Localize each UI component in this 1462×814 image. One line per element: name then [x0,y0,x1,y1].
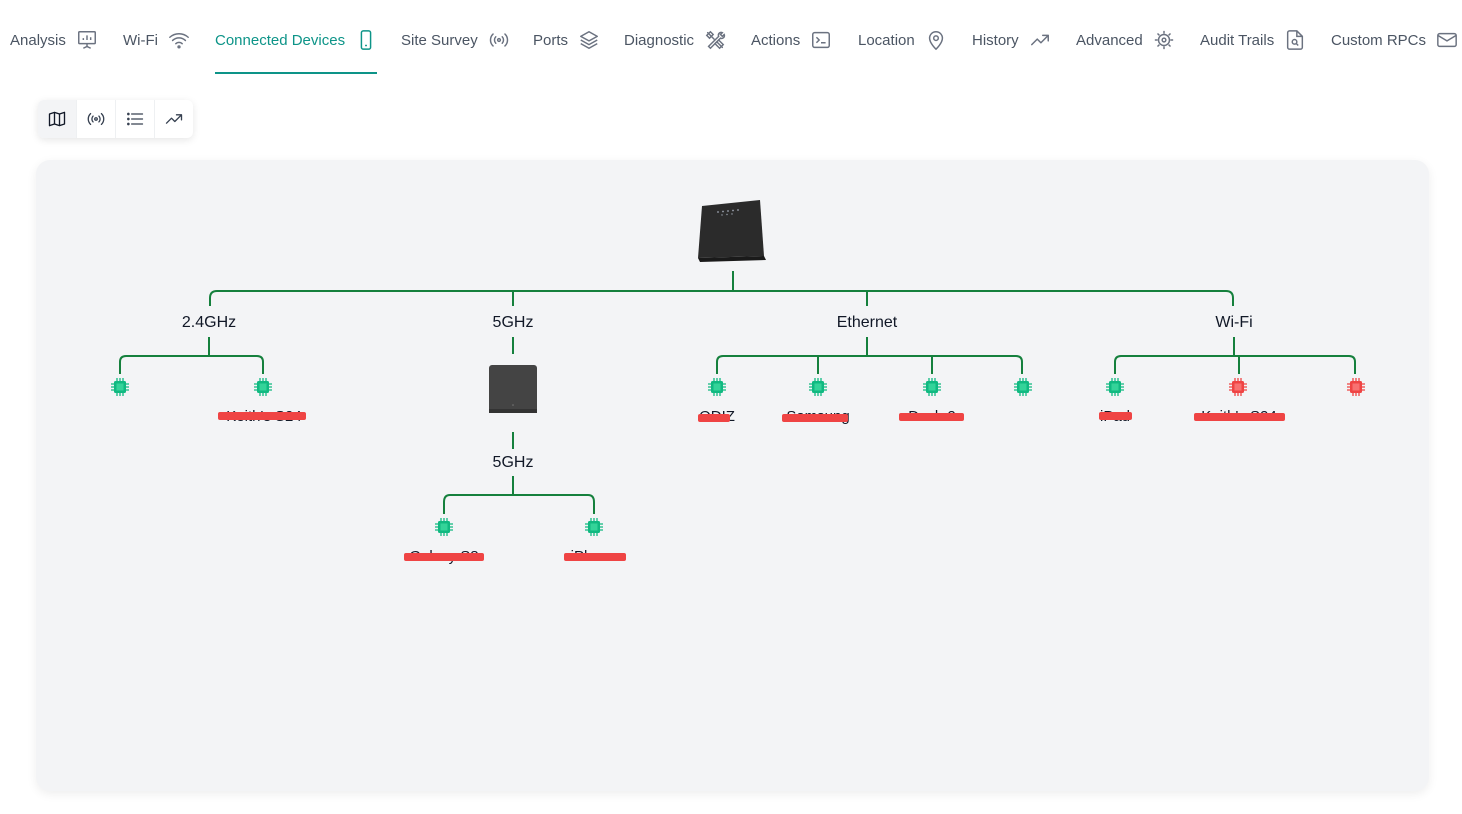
tab-label: Site Survey [401,31,478,49]
device-chip-icon[interactable] [1013,377,1033,397]
tab-analysis[interactable]: Analysis [10,22,98,58]
presentation-chart-icon [77,31,96,49]
trending-up-icon [1030,34,1049,46]
view-toggle-group [38,100,193,138]
terminal-icon [812,31,831,49]
device-chip-icon[interactable] [110,377,130,397]
tab-label: History [972,31,1019,49]
gear-icon [1154,30,1173,50]
tab-connected-devices[interactable]: Connected Devices [215,22,377,58]
device-chip-offline-icon[interactable] [1228,377,1248,397]
layers-icon [580,31,598,49]
tab-diagnostic[interactable]: Diagnostic [624,22,726,58]
tab-advanced[interactable]: Advanced [1076,22,1175,58]
redaction-bar [782,414,848,422]
trending-up-icon [165,114,183,124]
tab-label: Advanced [1076,31,1143,49]
redaction-bar [1099,412,1132,420]
redaction-bar [1194,413,1285,421]
map-icon [48,111,66,127]
tab-site-survey[interactable]: Site Survey [401,22,510,58]
redaction-bar [218,412,306,420]
device-chip-icon[interactable] [707,377,727,397]
device-chip-icon[interactable] [253,377,273,397]
topology-panel: 2.4GHz 5GHz Ethernet Wi-Fi 5GHz Keith's … [36,160,1429,791]
tab-label: Diagnostic [624,31,695,49]
list-icon [127,112,144,126]
tab-custom-rpcs[interactable]: Custom RPCs [1331,22,1458,58]
device-chip-icon[interactable] [584,517,604,537]
tab-ports[interactable]: Ports [533,22,600,58]
device-chip-icon[interactable] [922,377,942,397]
tab-label: Analysis [10,31,66,49]
map-pin-icon [928,31,943,51]
redaction-bar [698,414,730,422]
tab-label: Custom RPCs [1331,31,1427,49]
file-search-icon [1287,30,1304,50]
tools-icon [705,30,726,50]
tab-actions[interactable]: Actions [751,22,832,58]
tab-audit-trails[interactable]: Audit Trails [1200,22,1306,58]
device-chip-offline-icon[interactable] [1346,377,1366,397]
branch-label: Ethernet [836,314,898,331]
device-chip-icon[interactable] [434,517,454,537]
device-tab-bar: Analysis Wi-Fi Connected Devices Site Su… [0,0,1462,76]
redaction-bar [564,553,626,561]
radio-view-button[interactable] [77,100,116,138]
tab-label: Ports [533,31,569,49]
topology-lines [119,271,1356,514]
list-view-button[interactable] [116,100,155,138]
device-chip-icon[interactable] [808,377,828,397]
wifi-icon [169,33,189,49]
tab-label: Connected Devices [215,31,346,49]
mail-icon [1437,32,1457,48]
tab-label: Wi-Fi [123,31,158,49]
redaction-bar [899,413,964,421]
tab-label: Actions [751,31,801,49]
broadcast-icon [87,112,105,126]
tab-label: Audit Trails [1200,31,1275,49]
branch-label: 5GHz [492,314,534,331]
tab-label: Location [858,31,915,49]
trend-view-button[interactable] [155,100,193,138]
mesh-extender-icon[interactable] [489,365,537,415]
active-tab-indicator [215,72,377,74]
tab-history[interactable]: History [972,22,1051,58]
tab-wifi[interactable]: Wi-Fi [123,22,190,58]
branch-label: Wi-Fi [1215,314,1253,331]
broadcast-icon [489,33,508,47]
map-view-button[interactable] [38,100,77,138]
device-chip-icon[interactable] [1105,377,1125,397]
redaction-bar [404,553,484,561]
branch-sub-label: 5GHz [492,454,534,471]
smartphone-icon [360,30,372,50]
branch-label: 2.4GHz [181,314,237,331]
tab-location[interactable]: Location [858,22,947,58]
router-icon [698,200,766,262]
